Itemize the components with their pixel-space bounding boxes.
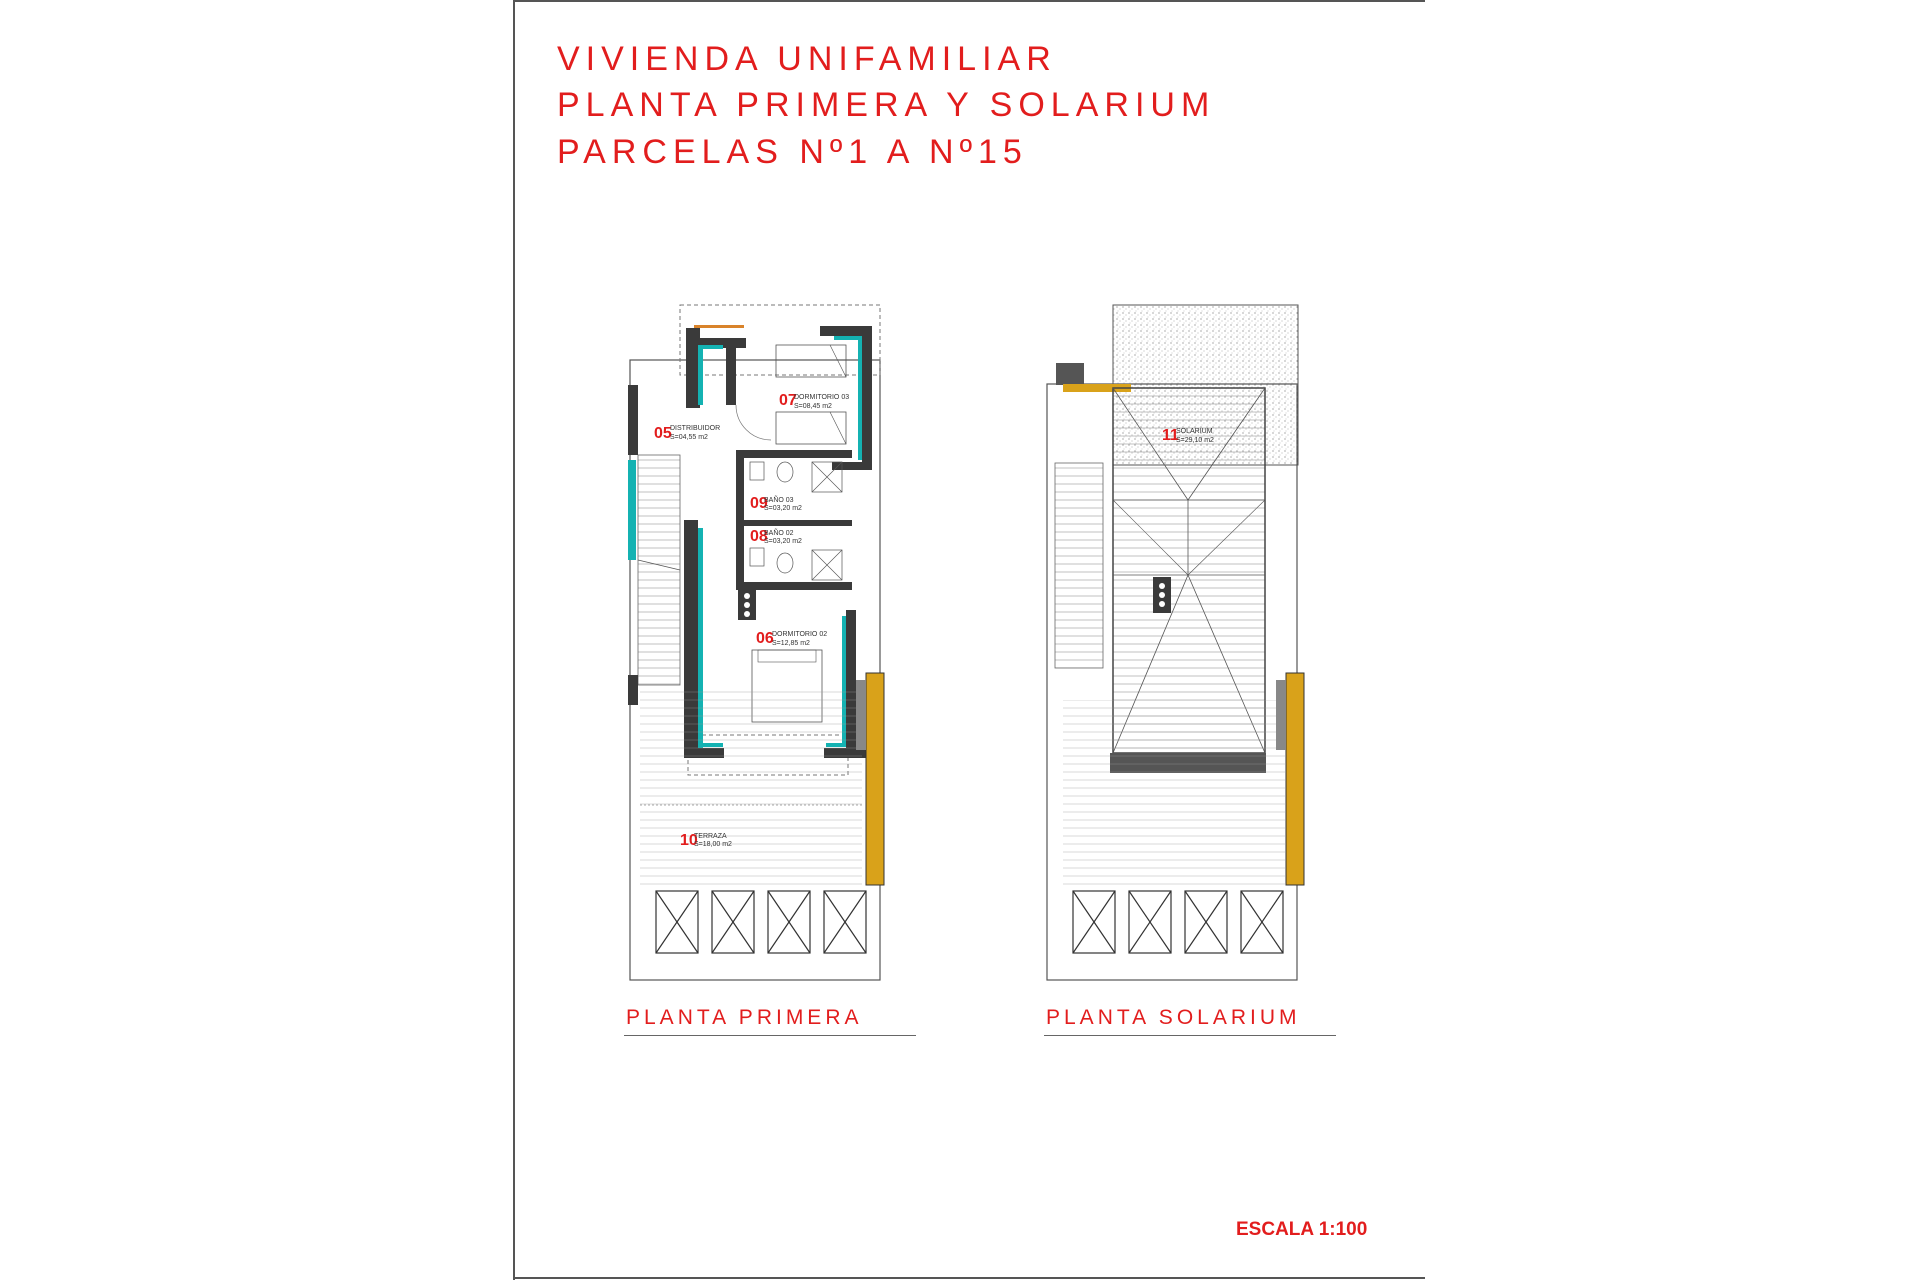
skylight-row [1072,890,1284,954]
room-label-05: 05 DISTRIBUIDOR S=04,55 m2 [654,425,720,442]
terrace-deck [1063,700,1285,890]
svg-text:05: 05 [654,425,672,442]
svg-text:BAÑO 02: BAÑO 02 [764,528,794,537]
svg-text:S=04,55 m2: S=04,55 m2 [670,434,708,441]
svg-text:S=18,00 m2: S=18,00 m2 [694,841,732,848]
svg-text:DORMITORIO 02: DORMITORIO 02 [772,631,827,638]
caption-planta-solarium: PLANTA SOLARIUM [1046,1006,1301,1029]
room-label-09: 09 BAÑO 03 S=03,20 m2 [750,495,802,512]
parapet-yellow-top [1063,384,1131,392]
svg-text:11: 11 [1162,427,1179,444]
dashed-projection-top [679,304,881,376]
svg-text:09: 09 [750,495,768,512]
parapet-yellow [1285,672,1305,886]
scale-label: ESCALA 1:100 [1236,1219,1368,1240]
parapet-yellow [865,672,885,886]
title-line-2: PLANTA PRIMERA Y SOLARIUM [557,86,1216,124]
skylight-row [655,890,867,954]
room-label-08: 08 BAÑO 02 S=03,20 m2 [750,528,802,545]
walls-dark [628,326,872,758]
chimney-block [1056,363,1084,385]
title-line-1: VIVIENDA UNIFAMILIAR [557,40,1057,78]
plan-planta-solarium: 11 SOLARIUM S=29,10 m2 [1046,304,1305,981]
svg-text:S=12,85 m2: S=12,85 m2 [772,640,810,647]
svg-text:TERRAZA: TERRAZA [694,833,727,840]
sheet-border-bottom [513,1277,1425,1279]
shower-icon [811,549,843,581]
toilet-icon [776,461,794,483]
toilet-icon [776,552,794,574]
svg-text:S=03,20 m2: S=03,20 m2 [764,505,802,512]
room-label-10: 10 TERRAZA S=18,00 m2 [680,832,732,849]
svg-text:S=03,20 m2: S=03,20 m2 [764,538,802,545]
svg-text:S=08,45 m2: S=08,45 m2 [794,403,832,410]
room-label-07: 07 DORMITORIO 03 S=08,45 m2 [779,392,849,410]
bed-icon [775,411,847,445]
door-swing-icon [735,404,772,441]
svg-text:BAÑO 03: BAÑO 03 [764,495,794,504]
caption-underline-left [624,1035,916,1036]
svg-text:DORMITORIO 03: DORMITORIO 03 [794,394,849,401]
svg-text:SOLARIUM: SOLARIUM [1176,428,1213,435]
stair-flight [637,454,681,686]
facade-accent [694,325,744,328]
room-label-11: 11 SOLARIUM S=29,10 m2 [1162,427,1214,444]
svg-text:08: 08 [750,528,768,545]
room-label-06: 06 DORMITORIO 02 S=12,85 m2 [756,630,827,647]
svg-text:07: 07 [779,392,797,409]
svg-text:06: 06 [756,630,774,647]
washbasin-icon [749,461,765,481]
outer-outline [629,359,881,981]
parapet-shadow [856,680,866,750]
stair-flight [1054,462,1104,669]
svg-text:S=29,10 m2: S=29,10 m2 [1176,437,1214,444]
stair-break-line [637,559,681,571]
terrace-deck [640,690,862,890]
sheet-border-top [513,0,1425,2]
bed-icon [775,344,847,378]
washbasin-icon [749,547,765,567]
plan-planta-primera: 05 DISTRIBUIDOR S=04,55 m2 07 DORMITORIO… [628,304,885,981]
shower-icon [811,461,843,493]
title-line-3: PARCELAS Nº1 A Nº15 [557,133,1028,171]
svg-text:10: 10 [680,832,698,849]
parapet-shadow [1276,680,1286,750]
caption-underline-right [1044,1035,1336,1036]
caption-planta-primera: PLANTA PRIMERA [626,1006,863,1029]
svg-text:DISTRIBUIDOR: DISTRIBUIDOR [670,425,720,432]
sheet-border-left [513,0,515,1280]
